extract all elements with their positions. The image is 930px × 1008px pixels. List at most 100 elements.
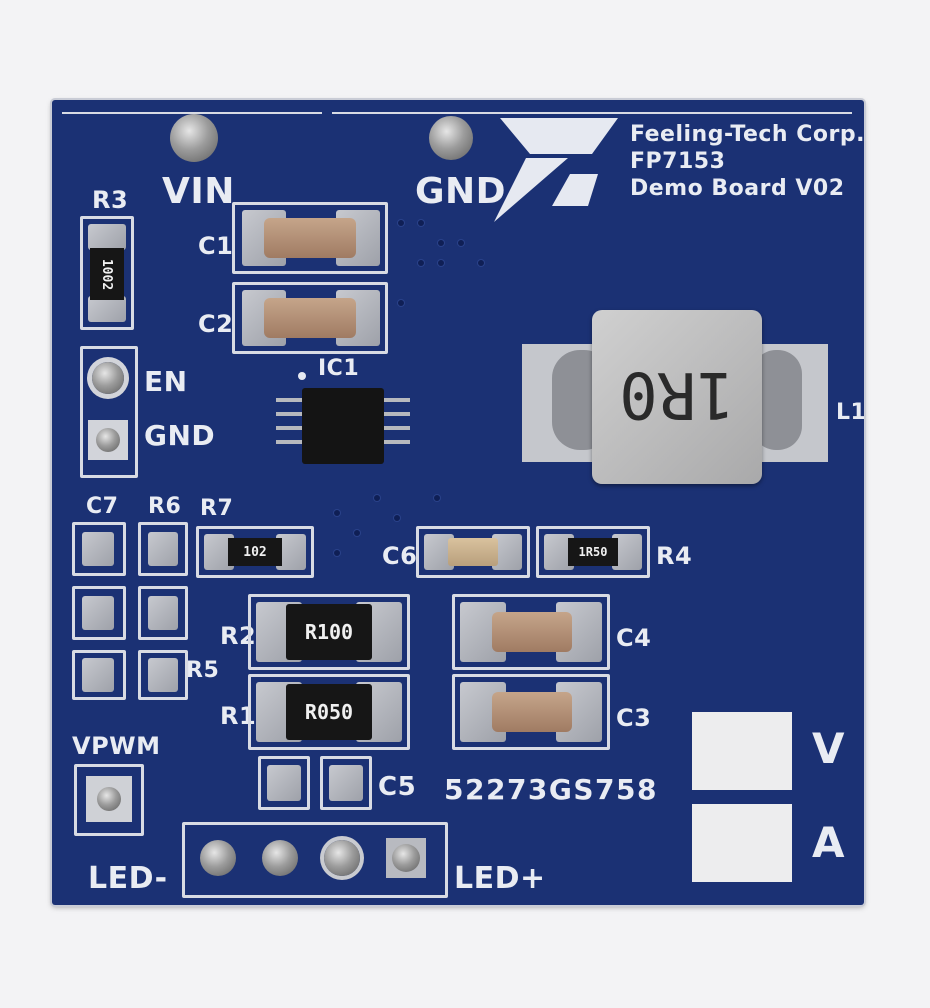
ic1-refdes: IC1 — [318, 356, 360, 381]
c2-outline — [232, 282, 388, 354]
via — [394, 515, 400, 521]
led-pin — [392, 844, 420, 872]
brand-text: Feeling-Tech Corp. — [630, 122, 864, 147]
r5-pad — [82, 658, 114, 692]
v-test-pad — [692, 712, 792, 790]
en-label: EN — [144, 365, 188, 398]
r7-refdes: R7 — [200, 496, 234, 521]
r6-refdes: R6 — [148, 494, 182, 519]
via — [438, 260, 444, 266]
c3-capacitor — [492, 692, 572, 732]
c5-pad — [267, 765, 301, 801]
gnd-pin — [96, 428, 120, 452]
r2-resistor: R100 — [286, 604, 372, 660]
vpwm-label: VPWM — [72, 732, 161, 760]
a-label: A — [812, 818, 846, 867]
r4-outline — [536, 526, 650, 578]
en-pin — [92, 362, 124, 394]
ic1-pin — [384, 440, 410, 444]
c2-capacitor — [264, 298, 356, 338]
gnd-mid-label: GND — [144, 419, 216, 452]
via — [334, 550, 340, 556]
ic1-pin — [384, 412, 410, 416]
via — [374, 495, 380, 501]
c2-refdes: C2 — [198, 310, 234, 338]
ic1-pin — [384, 426, 410, 430]
l1-marking: 1R0 — [619, 357, 735, 431]
c6-outline — [416, 526, 530, 578]
vin-label: VIN — [162, 171, 235, 212]
r6-outline-bottom — [138, 586, 188, 640]
led-pin — [262, 840, 298, 876]
via — [334, 510, 340, 516]
c1-outline — [232, 202, 388, 274]
gnd-top-label: GND — [415, 171, 507, 212]
led-minus-label: LED- — [88, 861, 168, 896]
c6-capacitor — [448, 538, 498, 566]
via — [354, 530, 360, 536]
a-test-pad — [692, 804, 792, 882]
r3-outline — [80, 216, 134, 330]
c3-refdes: C3 — [616, 704, 652, 732]
c4-capacitor — [492, 612, 572, 652]
c7-refdes: C7 — [86, 494, 119, 519]
r7-outline — [196, 526, 314, 578]
via — [478, 260, 484, 266]
r3-marking: 1002 — [99, 258, 115, 290]
ic1-pin — [276, 440, 302, 444]
silk-line — [62, 112, 322, 114]
c4-refdes: C4 — [616, 624, 652, 652]
l1-refdes: L1 — [836, 400, 864, 425]
via — [418, 260, 424, 266]
via — [438, 240, 444, 246]
r5-outline-right — [138, 650, 188, 700]
header-outline — [80, 346, 138, 478]
c7-outline-bottom — [72, 586, 126, 640]
ic1-chip — [302, 388, 384, 464]
vin-terminal — [170, 114, 218, 162]
r5-pad — [148, 658, 178, 692]
r3-pad — [88, 296, 126, 322]
led-connector-outline — [182, 822, 448, 898]
led-plus-label: LED+ — [454, 861, 546, 896]
ic1-pin — [276, 426, 302, 430]
model-text: FP7153 — [630, 149, 726, 174]
c6-refdes: C6 — [382, 542, 418, 570]
c5-outline-left — [258, 756, 310, 810]
r6-outline-top — [138, 522, 188, 576]
c1-capacitor — [264, 218, 356, 258]
ic1-pin — [276, 398, 302, 402]
r3-pad — [88, 224, 126, 250]
c1-refdes: C1 — [198, 232, 234, 260]
revision-text: Demo Board V02 — [630, 176, 845, 201]
via — [398, 300, 404, 306]
vpwm-pin — [97, 787, 121, 811]
v-label: V — [812, 724, 846, 773]
via — [458, 240, 464, 246]
c5-refdes: C5 — [378, 772, 417, 802]
r6-pad — [148, 532, 178, 566]
via — [434, 495, 440, 501]
r1-outline — [248, 674, 410, 750]
via — [418, 220, 424, 226]
r7-marking: 102 — [243, 544, 267, 560]
pin1-marker — [298, 372, 306, 380]
pcb-board: VIN GND Feeling-Tech Corp. FP7153 Demo B… — [52, 100, 864, 905]
via — [398, 220, 404, 226]
c5-outline-right — [320, 756, 372, 810]
r5-outline-left — [72, 650, 126, 700]
r2-marking: R100 — [304, 620, 354, 644]
serial-number: 52273GS758 — [444, 773, 659, 806]
led-pin — [200, 840, 236, 876]
r4-marking: 1R50 — [578, 545, 608, 559]
r1-marking: R050 — [304, 700, 354, 724]
r3-refdes: R3 — [92, 186, 129, 214]
r1-resistor: R050 — [286, 684, 372, 740]
c4-outline — [452, 594, 610, 670]
l1-inductor: 1R0 — [592, 310, 762, 484]
c3-outline — [452, 674, 610, 750]
r4-resistor: 1R50 — [568, 538, 618, 566]
r7-resistor: 102 — [228, 538, 282, 566]
r6-pad — [148, 596, 178, 630]
